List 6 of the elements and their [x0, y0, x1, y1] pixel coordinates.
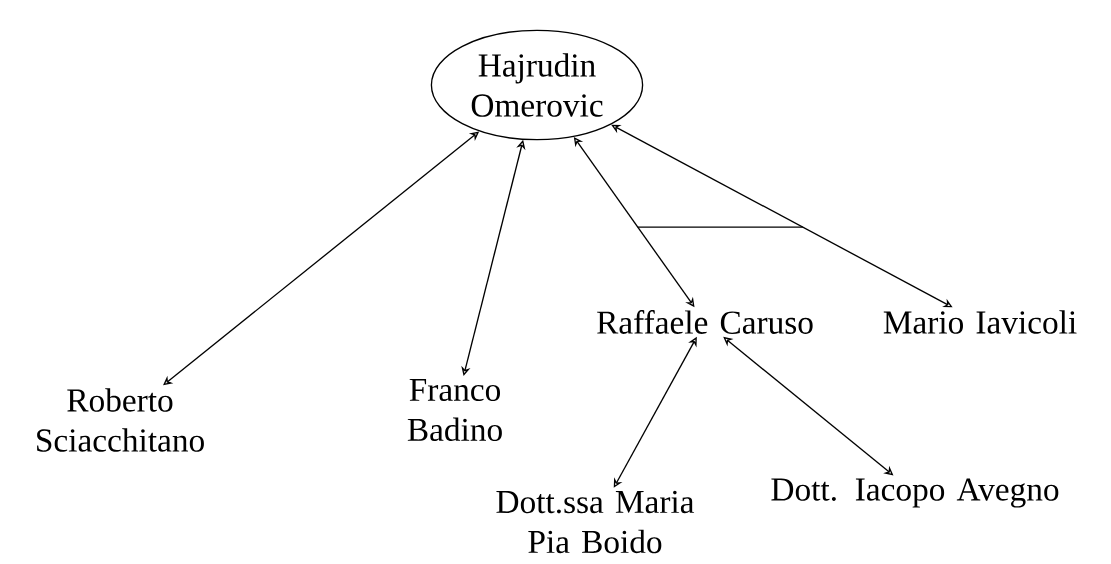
person-name: Roberto Sciacchitano	[37, 388, 204, 452]
person-name: Dott.ssa Maria Pia Boido	[496, 490, 695, 554]
person-name: Mario Iavicoli	[883, 310, 1077, 334]
person-name: Franco Badino	[407, 378, 502, 442]
person-name: Dott. Iacopo Avegno	[771, 478, 1059, 508]
person-name: Raffaele Caruso	[597, 310, 813, 334]
